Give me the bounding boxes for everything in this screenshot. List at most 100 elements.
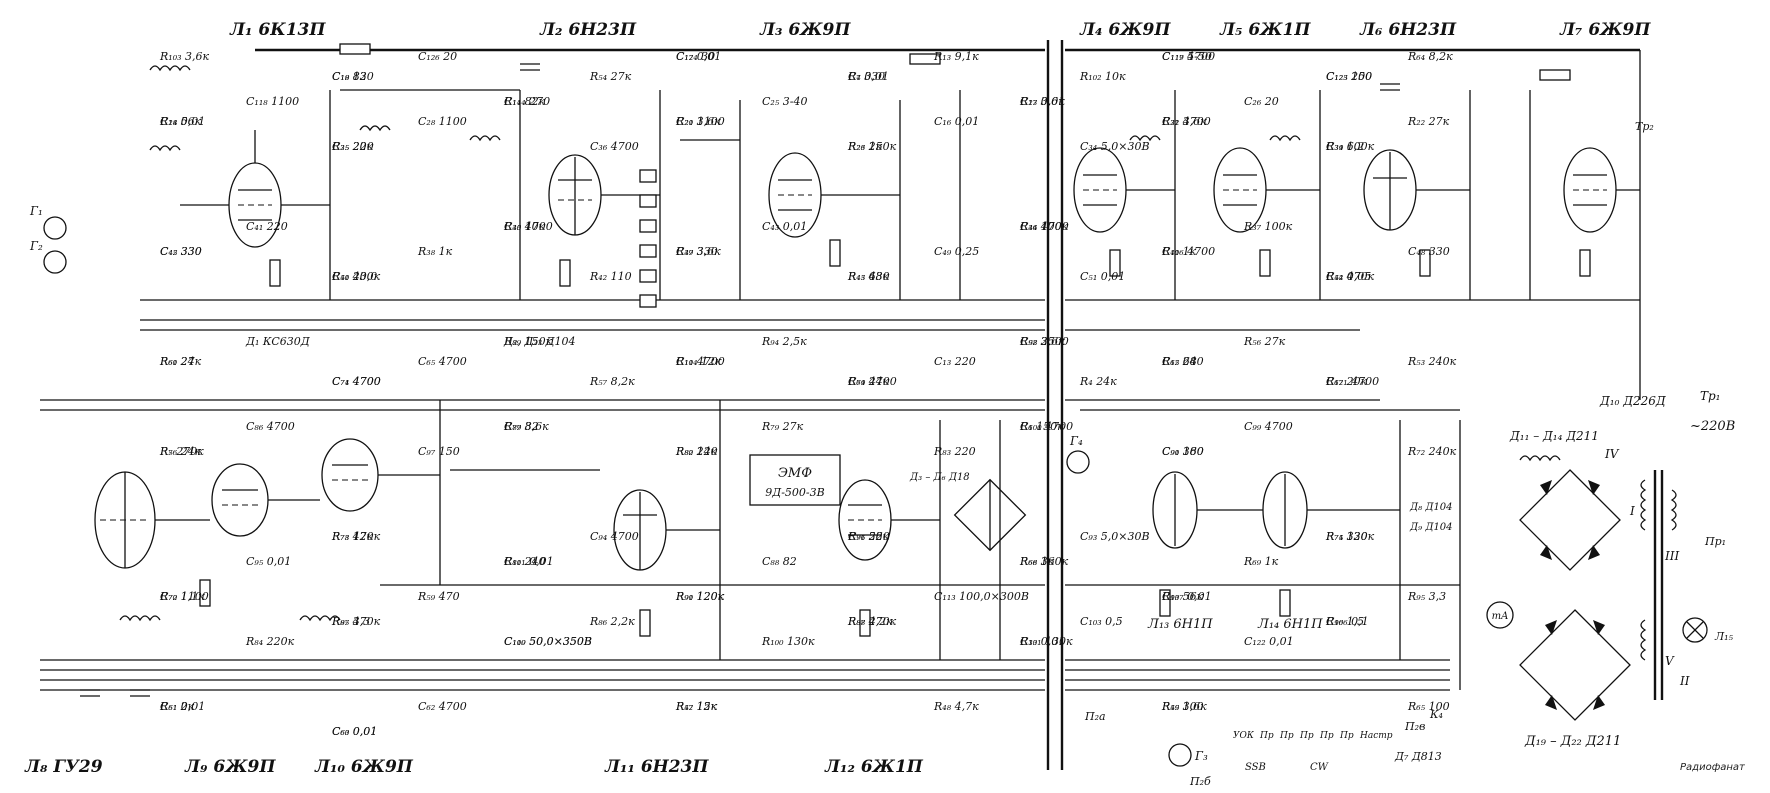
component-label: R₅ 270к [159, 445, 204, 458]
component-label: C₁₂₂ 0,01 [1244, 635, 1294, 648]
component-label: R₄₄ 470к [1325, 270, 1375, 283]
component-label: R₇₆ 24к [159, 445, 202, 458]
component-label: C₂₈ 1100 [418, 115, 467, 128]
component-label: C₉₉ 4700 [1244, 420, 1293, 433]
component-label: C₂₄ 0,01 [160, 115, 205, 128]
component-label: C₈₈ 82 [762, 555, 797, 568]
component-label: C₄₄ 4700 [1020, 220, 1069, 233]
diode-label-d10: Д₁₀ Д226Д [1599, 394, 1666, 408]
component-label: C₈₆ 4700 [246, 420, 295, 433]
component-label: R₇₄ 120к [1325, 530, 1375, 543]
component-label: R₇₂ 240к [1407, 445, 1457, 458]
component-label: R₆₁ 27к [159, 355, 202, 368]
tube-l6 [1363, 149, 1417, 231]
component-label: C₄₂ 330 [160, 245, 202, 258]
component-label: R₅₉ 470 [417, 590, 460, 603]
tube-label-l13: Л₁₃ 6Н1П [1147, 617, 1213, 632]
component-label: C₃₄ 5,0×30В [1080, 140, 1150, 153]
bridge-rectifier-2 [1519, 609, 1631, 721]
component-label: R₃₉ 3,6к [675, 245, 721, 258]
component-label: C₂₆ 20 [1244, 95, 1279, 108]
component-label: C₁₀₇ 0,01 [1162, 590, 1212, 603]
tube-l4 [1073, 147, 1127, 233]
component-label: R₈₉ 150к [503, 335, 553, 348]
component-label: C₁₀₀ 4700 [1020, 420, 1073, 433]
component-label: R₈₈ 470к [847, 615, 897, 628]
tube-label-l5: Л₅ 6Ж1П [1219, 20, 1311, 40]
component-label: C₇₄ 4700 [332, 375, 381, 388]
component-label: C₄₅ 330 [160, 245, 202, 258]
component-label: R₈₂ 12к [675, 445, 718, 458]
tube-label-l6: Л₆ 6Н23П [1359, 20, 1457, 40]
tube-label-l14: Л₁₄ 6Н1П [1257, 617, 1323, 632]
meter-label: mA [1492, 611, 1509, 622]
socket-label-g2: Г₂ [29, 239, 43, 253]
diode-label-d19-d22: Д₁₉ – Д₂₂ Д211 [1524, 734, 1621, 749]
component-label: C₅₈ 2500 [1020, 335, 1069, 348]
component-label: R₁₀₃ 3,6к [159, 50, 210, 63]
component-label: C₃₉ 6,2 [1326, 140, 1364, 153]
component-label: C₆₃ 0,01 [332, 725, 377, 738]
component-label: C₁₂₆ 20 [418, 50, 457, 63]
component-label: R₇₇ 3,6к [503, 420, 549, 433]
switch-label-k4: К₄ [1429, 708, 1443, 721]
component-label: R₄₉ 3,6к [1161, 700, 1207, 713]
component-label: R₆₆ 360к [1019, 555, 1069, 568]
component-label: C₄₀ 4700 [504, 220, 553, 233]
component-label: R₄₀ 1к [1161, 245, 1197, 258]
component-label: R₈₀ 240 [675, 445, 718, 458]
tube-label-l1: Л₁ 6К13П [229, 20, 326, 40]
diode-label-d11-d14: Д₁₁ – Д₁₄ Д211 [1509, 429, 1599, 443]
component-label: C₉₁ 360 [1162, 445, 1204, 458]
component-label: R₂₆ 2к [847, 140, 883, 153]
winding-label-1: I [1629, 504, 1635, 518]
socket-g1 [43, 216, 67, 240]
component-label: C₁₁₇ 5-50 [1162, 50, 1212, 63]
component-label: C₁₂₅ 200 [1326, 70, 1372, 83]
component-label: R₅₁ 2к [159, 700, 195, 713]
component-label: R₈₃ 220 [933, 445, 976, 458]
component-label: C₁₁ 4700 [676, 355, 725, 368]
tube-l2 [548, 154, 602, 236]
milliammeter: mA [1486, 601, 1514, 629]
socket-label-g4: Г₄ [1069, 434, 1083, 448]
component-label: C₆₀ 0,01 [332, 725, 377, 738]
component-label: C₁₂₄ 30 [676, 50, 715, 63]
component-label: R₁₀₀ 130к [761, 635, 815, 648]
component-label: C₁₉ 130 [332, 70, 374, 83]
tube-l8 [94, 471, 156, 569]
socket-g3 [1168, 743, 1192, 767]
switch-label-pr2: Пр [1279, 731, 1294, 741]
component-label: C₂₃ 0,01 [1020, 95, 1065, 108]
fuse-label: Пр₁ [1704, 535, 1726, 548]
component-label: R₈₄ 220к [245, 635, 295, 648]
tube-label-l4: Л₄ 6Ж9П [1079, 20, 1171, 40]
component-label: C₁₁₉ 4700 [1162, 50, 1215, 63]
switch-label-uok: УОК [1233, 731, 1255, 741]
mains-transformer [1640, 470, 1677, 700]
tube-l7 [1563, 147, 1617, 233]
component-label: R₁₀₂ 10к [1079, 70, 1126, 83]
component-label: R₄₈ 4,7к [933, 700, 979, 713]
component-label: R₁₇ 3,6к [1019, 95, 1065, 108]
component-label: R₆₄ 8,2к [1407, 50, 1453, 63]
diode-label-d3-d6: Д₃ – Д₆ Д18 [909, 472, 970, 483]
component-label: C₁₈ 82 [332, 70, 367, 83]
component-label: C₄₇ 330 [676, 245, 718, 258]
tube-label-l12: Л₁₂ 6Ж1П [824, 757, 924, 777]
component-label: C₄₉ 0,25 [934, 245, 979, 258]
socket-g4 [1066, 450, 1090, 474]
component-label: R₁₀₁ 130к [1019, 635, 1073, 648]
component-label: R₅₃ 240к [1407, 355, 1457, 368]
component-label: R₅₂ 15к [675, 700, 718, 713]
component-label: R₅₇ 8,2к [589, 375, 635, 388]
component-label: R₁₄ 82к [503, 95, 546, 108]
bus-lines [40, 40, 1640, 770]
component-label: C₁₁₆ 4700 [1162, 245, 1215, 258]
tube-l13 [1152, 471, 1198, 549]
component-label: R₂₁ 3,6к [1161, 115, 1207, 128]
component-label: R₆₉ 1к [1243, 555, 1279, 568]
tube-l12 [838, 479, 892, 561]
component-label: R₃₅ 10к [503, 220, 546, 233]
